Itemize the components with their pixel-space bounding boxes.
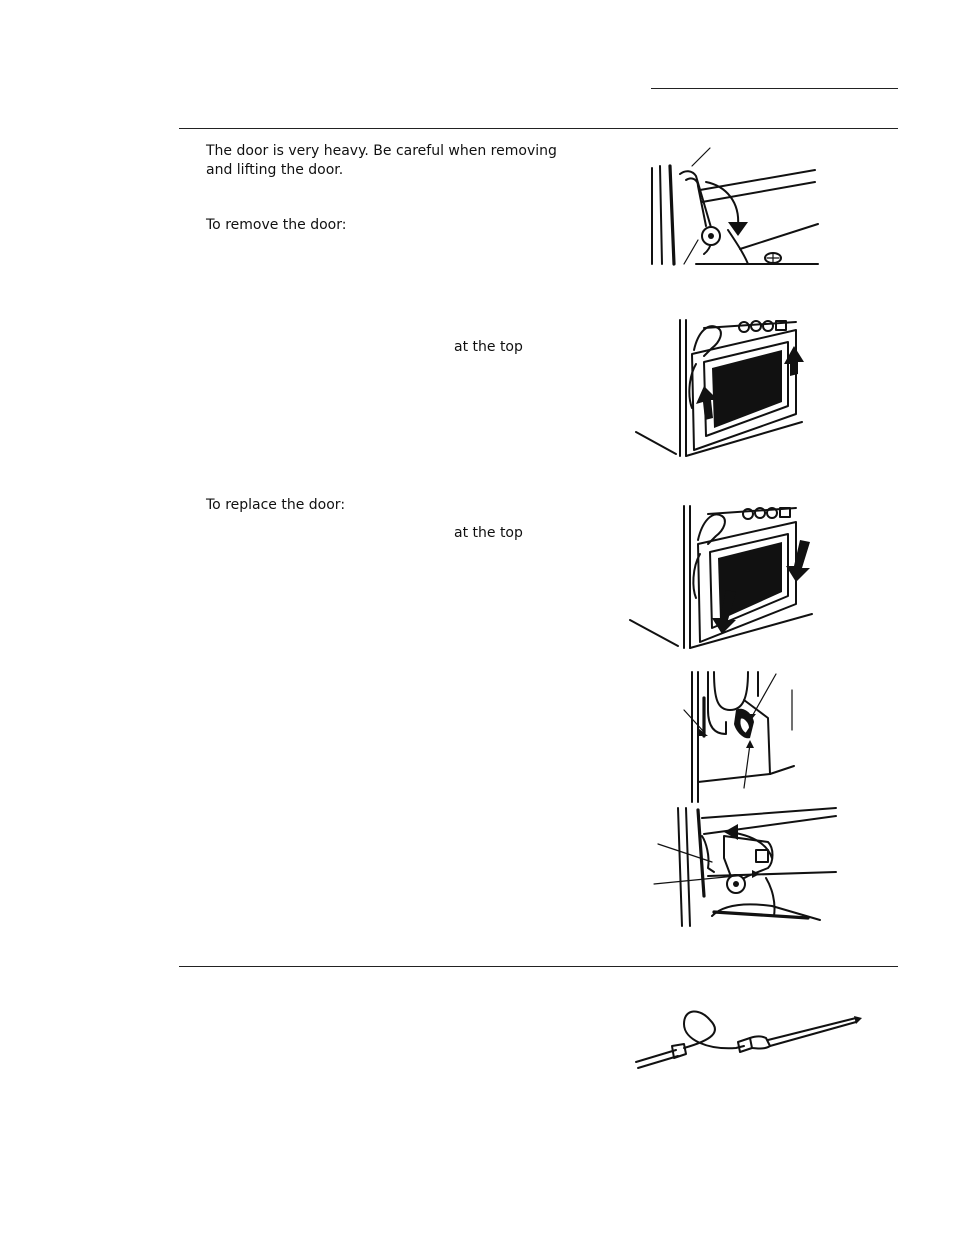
meat-probe-illustration bbox=[632, 1002, 864, 1074]
replace-door-fragment: at the top bbox=[454, 525, 523, 541]
remove-door-fragment: at the top bbox=[454, 339, 523, 355]
replace-door-heading: To replace the door: bbox=[206, 497, 346, 513]
warning-line-1: The door is very heavy. Be careful when … bbox=[206, 143, 557, 159]
door-lift-illustration bbox=[632, 318, 810, 458]
hinge-lock-illustration bbox=[640, 144, 830, 266]
hinge-slot-illustration bbox=[678, 670, 800, 804]
section-divider-bottom bbox=[179, 966, 898, 967]
hinge-lock-close-illustration bbox=[652, 806, 840, 928]
door-replace-illustration bbox=[626, 504, 822, 650]
section-divider-top bbox=[179, 128, 898, 129]
warning-line-2: and lifting the door. bbox=[206, 162, 344, 178]
remove-door-heading: To remove the door: bbox=[206, 217, 347, 233]
header-rule bbox=[651, 88, 898, 89]
